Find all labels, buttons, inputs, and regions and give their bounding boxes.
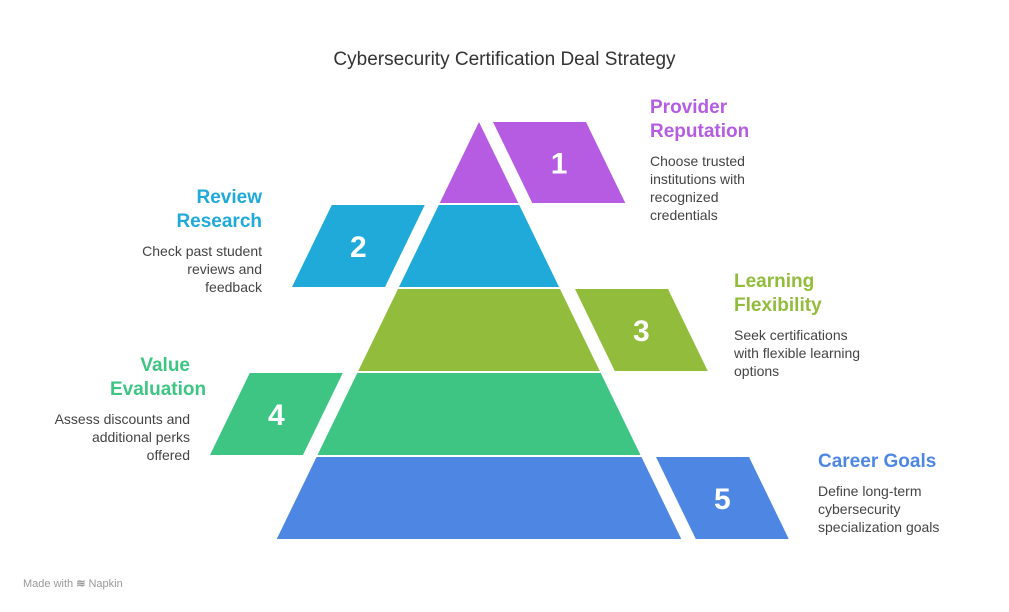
step-number: 3 <box>633 315 650 348</box>
step-title: Career Goals <box>818 451 937 472</box>
step-title: Provider Reputation <box>650 97 750 142</box>
pyramid-layer-1 <box>439 122 519 203</box>
step-tab-5 <box>656 457 789 539</box>
step-tab-2 <box>292 205 425 287</box>
pyramid-layer-5 <box>276 457 682 539</box>
step-number: 2 <box>350 231 367 264</box>
step-title: Review Research <box>176 187 262 232</box>
napkin-label: Napkin <box>88 578 123 590</box>
step-tab-4 <box>210 373 343 455</box>
pyramid-layer-2 <box>398 205 560 287</box>
step-title: Value Evaluation <box>110 355 207 400</box>
step-3-text: Learning Flexibility Seek certifications… <box>734 270 974 380</box>
step-title: Learning Flexibility <box>734 271 822 316</box>
pyramid-layer-3 <box>358 289 600 371</box>
pyramid-layer-4 <box>317 373 641 455</box>
step-description: Check past student reviews and feedback <box>142 243 262 295</box>
step-number: 4 <box>268 399 285 432</box>
step-tab-3 <box>575 289 708 371</box>
step-description: Define long-term cybersecurity specializ… <box>818 483 940 535</box>
step-2-text: Review Research Check past student revie… <box>22 186 262 296</box>
step-4-text: Value Evaluation Assess discounts and ad… <box>0 354 207 464</box>
napkin-logo-icon: ≋ <box>76 578 86 590</box>
step-tab-1 <box>493 122 626 203</box>
step-description: Choose trusted institutions with recogni… <box>650 153 745 223</box>
diagram-title: Cybersecurity Certification Deal Strateg… <box>333 49 676 70</box>
step-5-text: Career Goals Define long-term cybersecur… <box>818 450 1009 536</box>
made-with-label: Made with <box>23 578 74 590</box>
made-with-napkin[interactable]: Made with ≋ Napkin <box>23 577 123 590</box>
step-1-text: Provider Reputation Choose trusted insti… <box>650 96 890 224</box>
step-description: Assess discounts and additional perks of… <box>54 411 190 463</box>
step-description: Seek certifications with flexible learni… <box>734 327 861 379</box>
step-number: 5 <box>714 483 731 516</box>
step-number: 1 <box>551 148 568 181</box>
